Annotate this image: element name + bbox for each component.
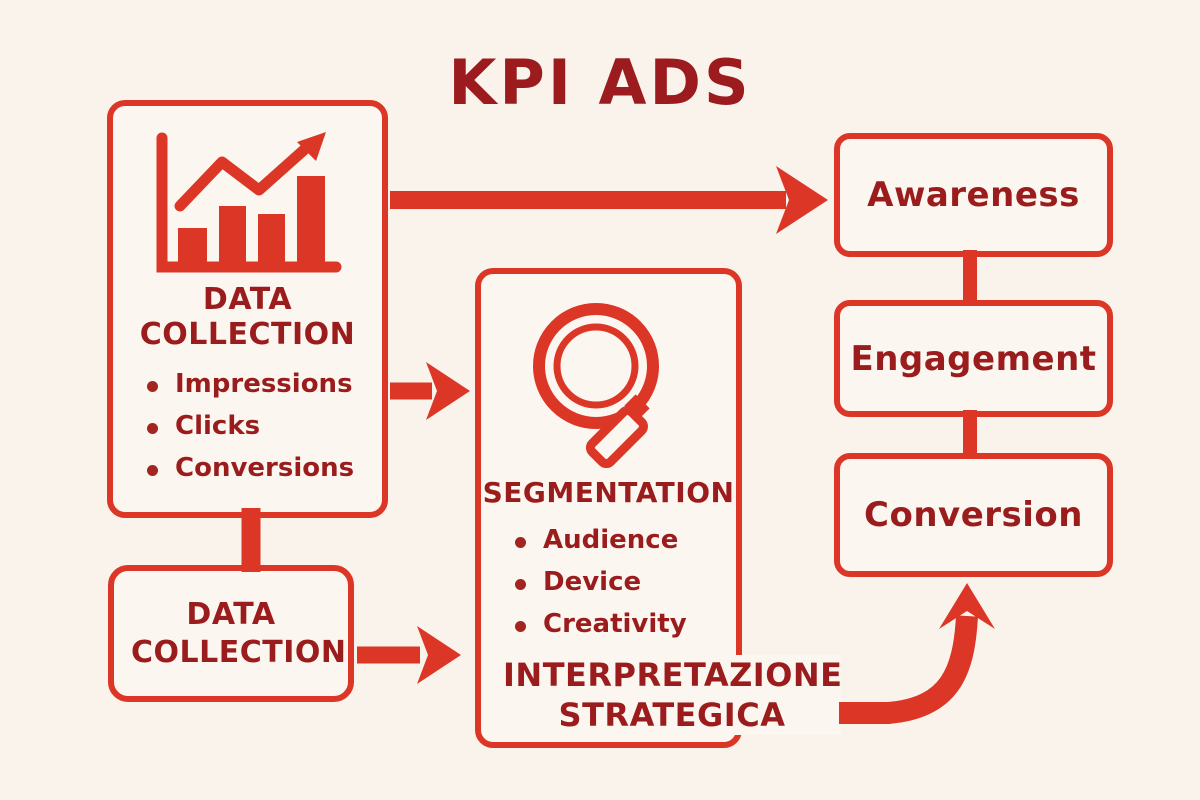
list-item: Clicks [147,411,382,441]
arrow-secondary-to-segmentation [357,626,461,684]
bar-chart-trend-icon [113,130,382,278]
magnifier-icon [532,303,659,468]
kpi-list: Audience Device Creativity [481,525,736,639]
magnifier-icon [481,292,736,468]
list-item: Impressions [147,369,382,399]
node-label: Engagement [850,338,1097,379]
node-label: Conversion [864,495,1083,535]
node-label: Awareness [867,175,1080,215]
node-heading: SEGMENTATION [482,476,735,509]
node-awareness: Awareness [834,133,1113,257]
arrow-data-to-awareness [390,166,828,234]
node-heading: DATA COLLECTION [139,282,356,353]
list-item: Creativity [515,609,736,639]
bar-chart-trend-icon [156,132,341,273]
list-item: Conversions [147,453,382,483]
node-conversion: Conversion [834,453,1113,577]
node-label: DATA COLLECTION [131,597,347,670]
list-item: Device [515,567,736,597]
list-item: Audience [515,525,736,555]
kpi-list: Impressions Clicks Conversions [113,369,382,483]
arrow-interpretation-to-conversion [839,583,995,724]
node-segmentation: SEGMENTATION Audience Device Creativity … [475,268,842,748]
strategic-interpretation-label: INTERPRETAZIONE STRATEGICA [503,655,843,736]
node-engagement: Engagement [834,300,1113,417]
node-data-collection-secondary: DATA COLLECTION [108,565,354,702]
page-title: KPI ADS [448,46,752,119]
node-data-collection-main: DATA COLLECTION Impressions Clicks Conve… [107,100,388,518]
arrow-data-to-segmentation [390,362,470,420]
